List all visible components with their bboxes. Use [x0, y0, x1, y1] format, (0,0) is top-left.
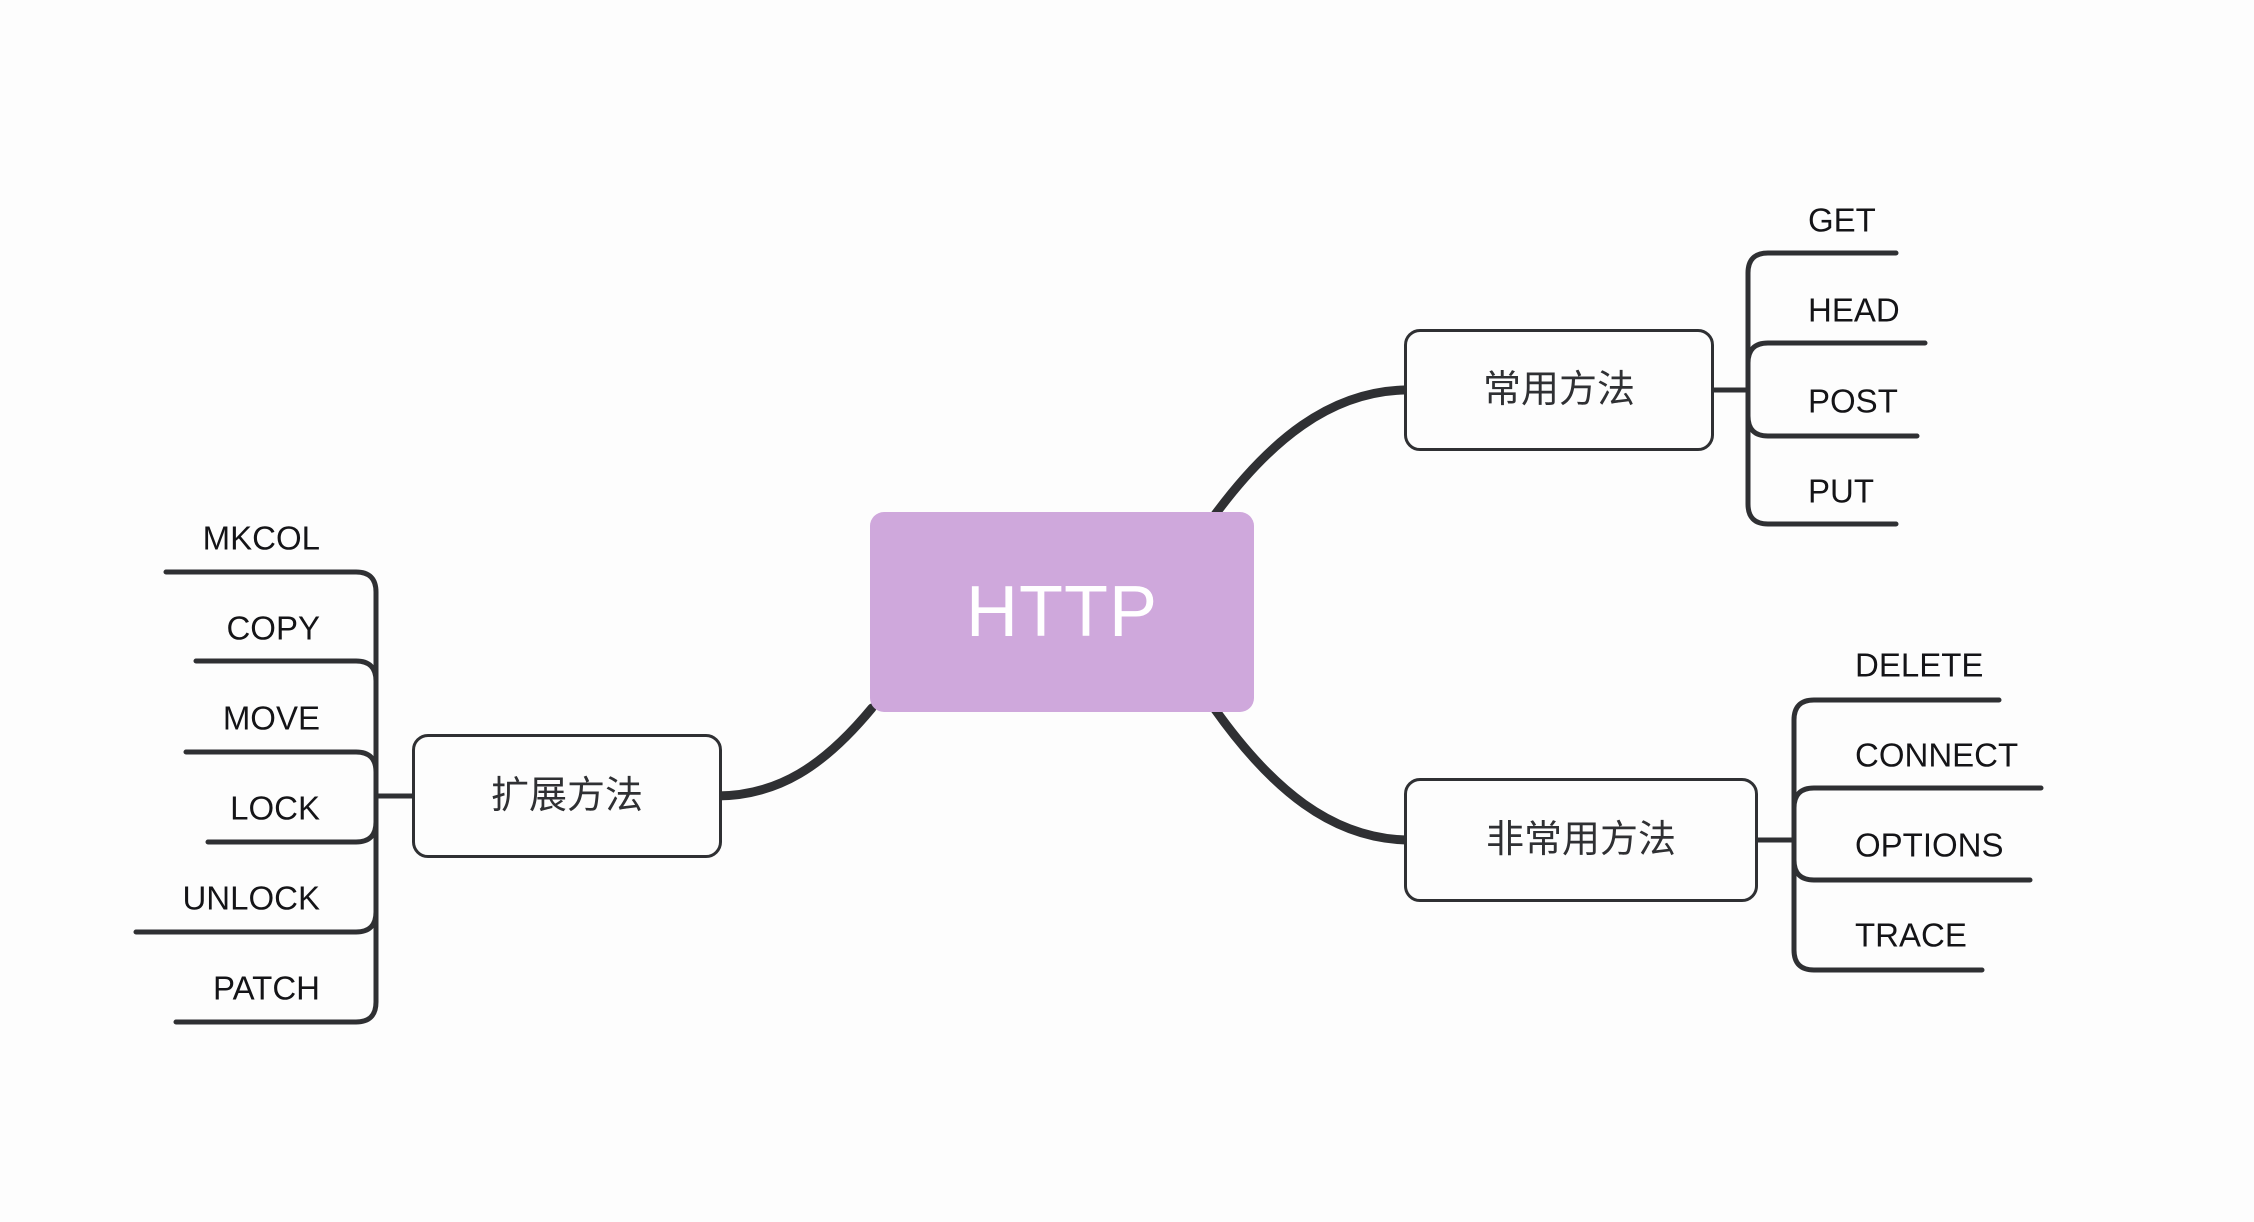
leaf-label-put[interactable]: PUT [1808, 472, 1874, 510]
branch-node-common-methods-label: 常用方法 [1482, 369, 1635, 411]
root-node-http[interactable]: HTTP [870, 512, 1254, 712]
leaf-label-delete[interactable]: DELETE [1855, 646, 1984, 684]
leaf-label-post[interactable]: POST [1808, 382, 1898, 420]
leaf-label-get[interactable]: GET [1808, 201, 1876, 239]
leaf-label-mkcol[interactable]: MKCOL [202, 519, 320, 557]
edge-root-to-extension [711, 703, 877, 801]
leaf-label-copy[interactable]: COPY [226, 609, 320, 647]
branch-node-extension-methods-label: 扩展方法 [490, 775, 643, 817]
edge-root-to-common [1209, 385, 1409, 521]
branch-node-uncommon-methods[interactable]: 非常用方法 [1404, 778, 1758, 902]
leaf-label-trace[interactable]: TRACE [1855, 916, 1967, 954]
branch-node-extension-methods[interactable]: 扩展方法 [412, 734, 722, 858]
leaf-label-connect[interactable]: CONNECT [1855, 736, 2019, 774]
leaf-label-head[interactable]: HEAD [1808, 291, 1900, 329]
underline-mkcol [163, 569, 379, 799]
leaf-label-options[interactable]: OPTIONS [1855, 826, 2004, 864]
branch-node-uncommon-methods-label: 非常用方法 [1485, 819, 1676, 861]
leaf-label-unlock[interactable]: UNLOCK [182, 879, 320, 917]
leaf-label-move[interactable]: MOVE [222, 699, 320, 737]
edge-root-to-uncommon [1209, 703, 1411, 845]
branch-node-common-methods[interactable]: 常用方法 [1404, 329, 1714, 451]
root-node-label: HTTP [966, 572, 1158, 652]
leaf-label-lock[interactable]: LOCK [230, 789, 320, 827]
leaf-label-patch[interactable]: PATCH [213, 969, 320, 1007]
